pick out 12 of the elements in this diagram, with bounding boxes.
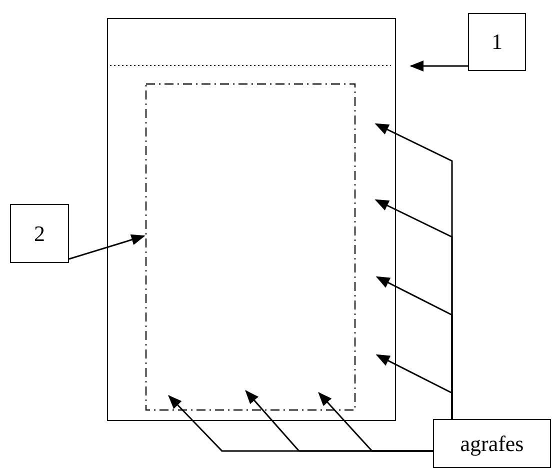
leader-arrow	[318, 392, 433, 452]
callout-box	[468, 13, 526, 71]
leader-arrow	[68, 234, 146, 260]
callout-label: 1	[492, 29, 502, 55]
bag-outline	[107, 18, 396, 421]
callout-label: 2	[34, 220, 45, 246]
leader-arrow	[376, 354, 453, 419]
stapling-area	[144, 82, 356, 410]
callout-box	[10, 204, 69, 263]
leader-arrow	[410, 60, 468, 72]
callout-box	[433, 419, 551, 468]
callout-label: agrafes	[460, 430, 524, 456]
